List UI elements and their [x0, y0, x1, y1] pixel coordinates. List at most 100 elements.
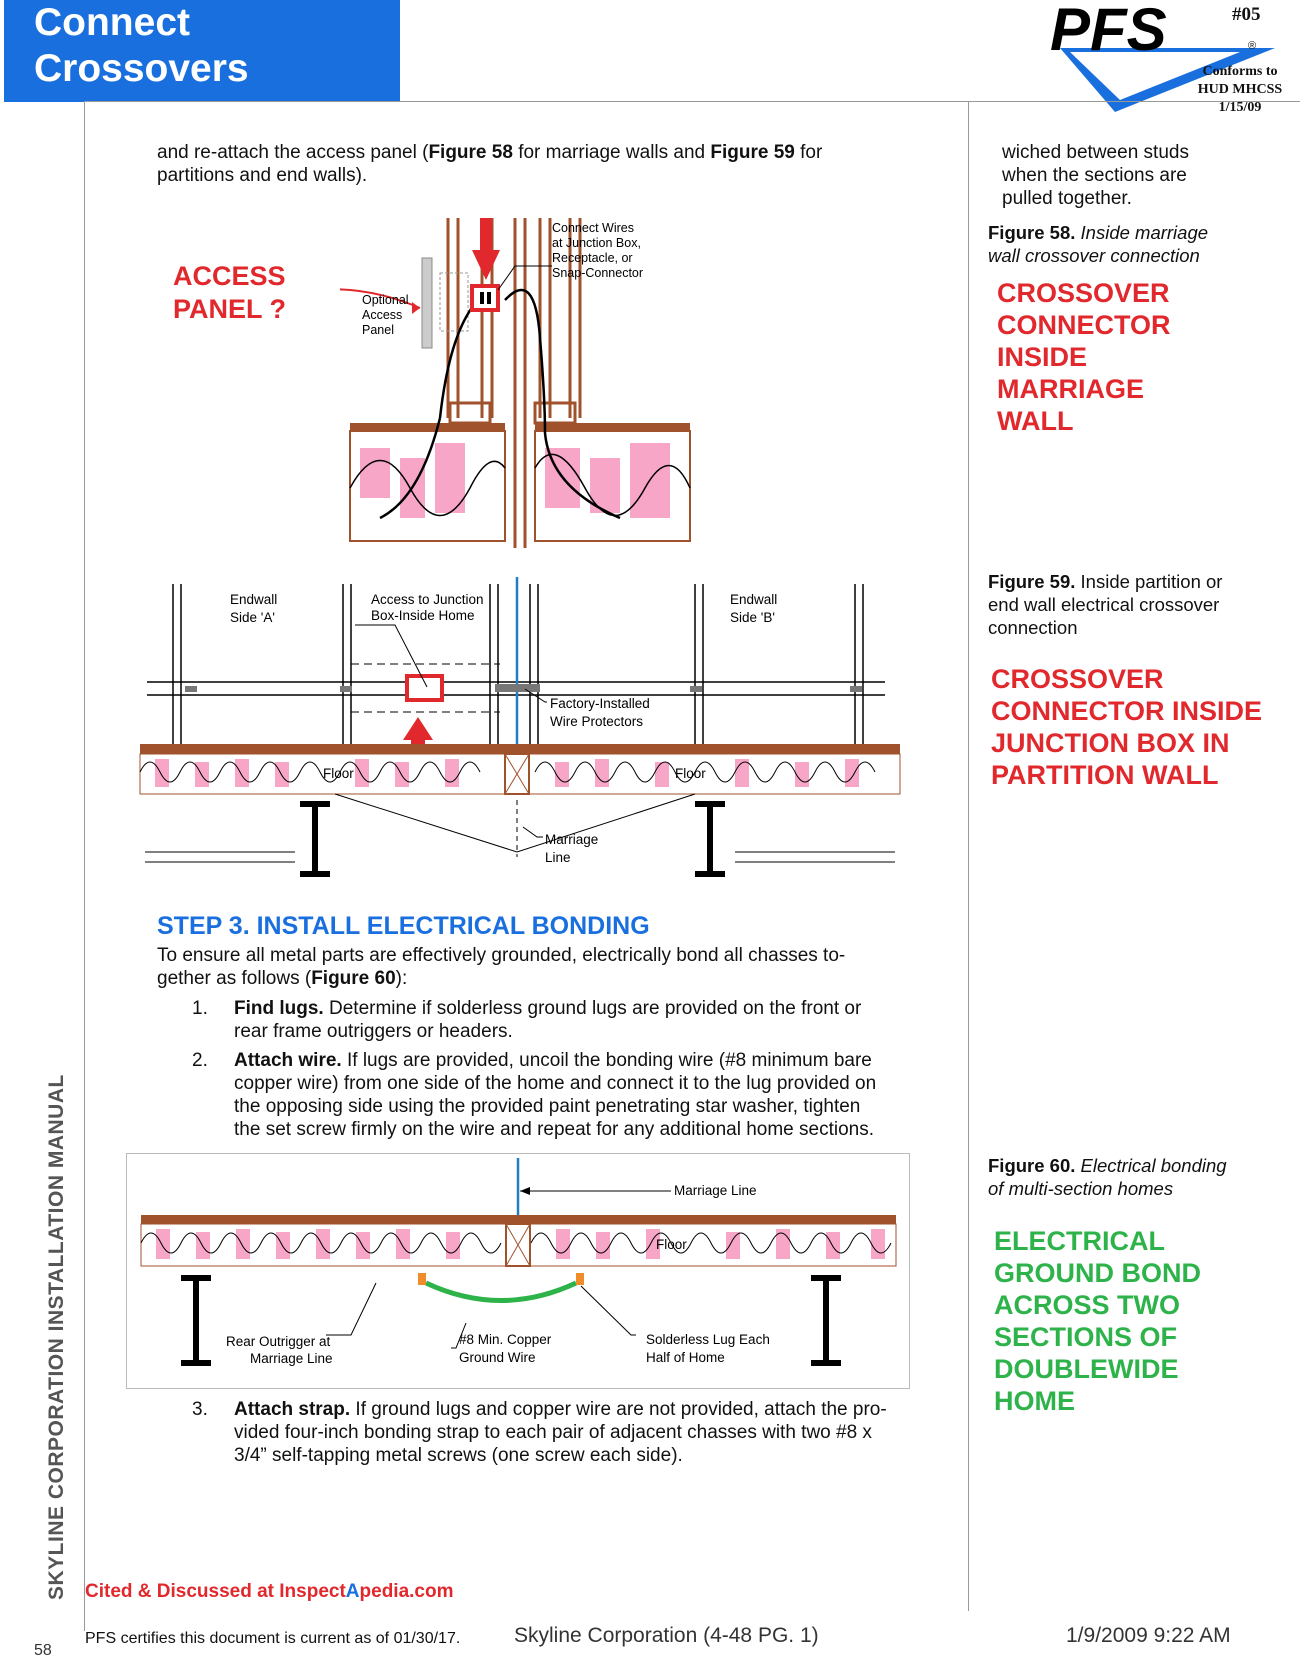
registered-mark: ® [1248, 40, 1257, 52]
step-item: 2. Attach wire. If lugs are provided, un… [157, 1049, 947, 1141]
annotation-line: JUNCTION BOX IN [991, 728, 1230, 758]
step3-intro: To ensure all metal parts are effectivel… [157, 944, 947, 990]
left-margin-rule [84, 101, 85, 1631]
fig58-connect-label-3: Receptacle, or [552, 251, 633, 265]
page-title-box: Connect Crossovers [4, 0, 400, 102]
fig58-connect-label-1: Connect Wires [552, 221, 634, 235]
step3-intro-text-end: ): [395, 968, 408, 989]
fig60-copper-1: #8 Min. Copper [459, 1332, 552, 1347]
continued-line: pulled together. [1002, 188, 1132, 209]
intro-text-post: for [794, 142, 823, 163]
fig58-annotation: CROSSOVER CONNECTOR INSIDE MARRIAGE WALL [997, 277, 1171, 437]
page-title-line1: Connect [34, 1, 190, 44]
step3-intro-line1: To ensure all metal parts are effectivel… [157, 945, 846, 966]
step-item: 3. Attach strap. If ground lugs and copp… [157, 1398, 947, 1467]
step-number: 1. [192, 998, 208, 1019]
fig59-access-label-2: Box-Inside Home [371, 608, 475, 623]
fig59-endwall-a-2: Side 'A' [230, 610, 275, 625]
fig60-lug-1: Solderless Lug Each [646, 1332, 770, 1347]
intro-text: and re-attach the access panel ( [157, 142, 429, 163]
conforms-line1: Conforms to [1202, 64, 1278, 79]
figure58-diagram: Connect Wires at Junction Box, Receptacl… [279, 218, 696, 554]
figure60-caption: Figure 60. Electrical bonding of multi-s… [988, 1154, 1227, 1200]
figure60-svg: Marriage Line Floor Rear Outrigger at Ma… [126, 1153, 910, 1389]
annotation-line: ELECTRICAL [994, 1226, 1165, 1256]
fig60-outrigger-2: Marriage Line [250, 1351, 333, 1366]
header-rule [84, 101, 1300, 102]
step3-intro-text: gether as follows ( [157, 968, 312, 989]
step-line: Determine if solderless ground lugs are … [323, 998, 862, 1019]
step-number: 2. [192, 1050, 208, 1071]
step-item: 1. Find lugs. Determine if solderless gr… [157, 997, 947, 1043]
fig59-endwall-b-1: Endwall [730, 592, 777, 607]
footer-skyline: Skyline Corporation (4-48 PG. 1) [514, 1624, 819, 1647]
cited-note: Cited & Discussed at InspectApedia.com [85, 1581, 454, 1603]
step-line: the opposing side using the provided pai… [234, 1096, 861, 1117]
conforms-date: 1/15/09 [1218, 100, 1262, 115]
figure60-diagram: Marriage Line Floor Rear Outrigger at Ma… [126, 1153, 910, 1389]
intro-line2: partitions and end walls). [157, 165, 368, 186]
steps-list-1-2: 1. Find lugs. Determine if solderless gr… [157, 997, 947, 1141]
pfs-logo: PFS #05 ® Conforms to HUD MHCSS 1/15/09 [1040, 0, 1300, 125]
annotation-line: MARRIAGE [997, 374, 1144, 404]
fig59-endwall-a-1: Endwall [230, 592, 277, 607]
access-panel-annotation: ACCESS PANEL ? [173, 260, 286, 326]
fig60-floor: Floor [656, 1237, 687, 1252]
step-line: the set screw firmly on the wire and rep… [234, 1119, 874, 1140]
steps-list-3: 3. Attach strap. If ground lugs and copp… [157, 1398, 947, 1467]
annotation-line: DOUBLEWIDE [994, 1354, 1179, 1384]
step-title: Attach strap. [234, 1399, 351, 1420]
fig59-caption-line: Inside partition or [1075, 571, 1223, 592]
footer-timestamp: 1/9/2009 9:22 AM [1066, 1624, 1231, 1647]
logo-text: PFS [1050, 0, 1167, 63]
step-line: rear frame outriggers or headers. [234, 1021, 513, 1042]
conforms-line2: HUD MHCSS [1197, 82, 1283, 97]
fig58-optional-label-3: Panel [362, 323, 394, 337]
step-number: 3. [192, 1399, 208, 1420]
fig58-optional-label-2: Access [362, 308, 402, 322]
fig58-connect-label-4: Snap-Connector [552, 266, 643, 280]
fig59-annotation: CROSSOVER CONNECTOR INSIDE JUNCTION BOX … [991, 663, 1262, 791]
annotation-line: PARTITION WALL [991, 760, 1219, 790]
fig59-endwall-b-2: Side 'B' [730, 610, 775, 625]
annotation-line: ACROSS TWO [994, 1290, 1180, 1320]
fig60-caption-line: of multi-section homes [988, 1178, 1174, 1199]
fig60-caption-line: Electrical bonding [1075, 1155, 1227, 1176]
step-line: If ground lugs and copper wire are not p… [350, 1399, 887, 1420]
logo-number: #05 [1232, 4, 1261, 25]
step-line: copper wire) from one side of the home a… [234, 1073, 877, 1094]
figure59-caption: Figure 59. Inside partition or end wall … [988, 570, 1222, 639]
intro-paragraph: and re-attach the access panel (Figure 5… [157, 141, 917, 187]
page-number: 58 [34, 1642, 52, 1659]
annotation-line: ACCESS [173, 261, 286, 291]
fig59-wire-label-1: Factory-Installed [550, 696, 650, 711]
step3-intro-fig-ref: Figure 60 [311, 968, 396, 989]
pfs-logo-graphic: PFS [1050, 0, 1275, 112]
annotation-line: INSIDE [997, 342, 1088, 372]
step-line: If lugs are provided, uncoil the bonding… [341, 1050, 872, 1071]
intro-fig58-ref: Figure 58 [428, 142, 513, 163]
fig59-caption-line: end wall electrical crossover [988, 594, 1220, 615]
annotation-line: CONNECTOR INSIDE [991, 696, 1263, 726]
right-continued-text: wiched between studs when the sections a… [1002, 141, 1189, 210]
figure59-diagram: Endwall Side 'A' Endwall Side 'B' Access… [135, 572, 901, 884]
fig58-optional-label-1: Optional [362, 293, 409, 307]
step-title: Find lugs. [234, 998, 324, 1019]
figure58-svg: Connect Wires at Junction Box, Receptacl… [279, 218, 696, 554]
fig60-annotation: ELECTRICAL GROUND BOND ACROSS TWO SECTIO… [994, 1225, 1201, 1417]
annotation-line: CROSSOVER [991, 664, 1164, 694]
figure59-svg: Endwall Side 'A' Endwall Side 'B' Access… [135, 572, 901, 884]
annotation-line: WALL [997, 406, 1074, 436]
fig59-label: Figure 59. [988, 571, 1076, 592]
annotation-line: SECTIONS OF [994, 1322, 1178, 1352]
sidebar-manual-label: SKYLINE CORPORATION INSTALLATION MANUAL [45, 1074, 68, 1600]
annotation-line: GROUND BOND [994, 1258, 1201, 1288]
fig58-label: Figure 58. [988, 222, 1076, 243]
fig58-caption-line: wall crossover connection [988, 245, 1200, 266]
cited-text: Cited & Discussed at Inspect [85, 1581, 346, 1602]
fig60-label: Figure 60. [988, 1155, 1076, 1176]
continued-line: wiched between studs [1002, 142, 1189, 163]
fig59-marriage-1: Marriage [545, 832, 598, 847]
footer-certifies: PFS certifies this document is current a… [85, 1630, 461, 1647]
cited-text-end: pedia.com [359, 1581, 454, 1602]
